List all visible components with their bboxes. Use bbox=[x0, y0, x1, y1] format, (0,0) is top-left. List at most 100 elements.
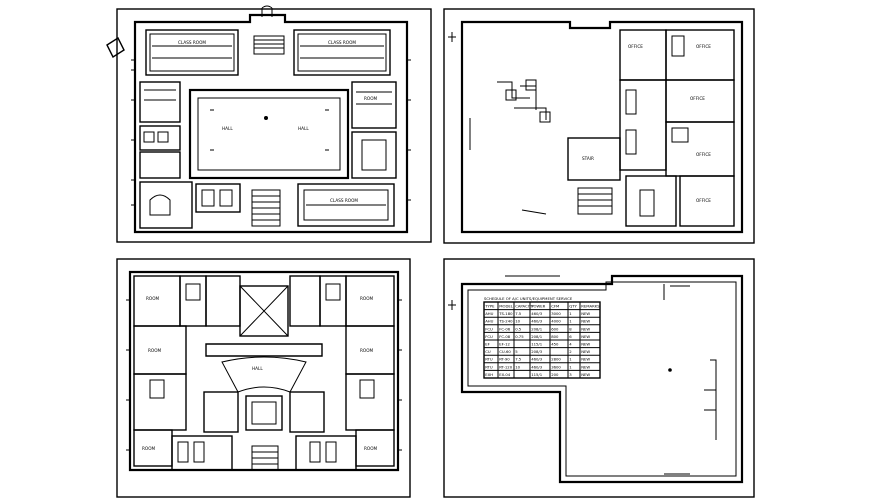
schedule-cell: NEW bbox=[581, 334, 590, 339]
schedule-cell: 208/1 bbox=[531, 326, 543, 331]
schedule-cell: 460/3 bbox=[531, 311, 543, 316]
schedule-cell: AHU bbox=[485, 311, 493, 316]
room-label: HALL bbox=[298, 126, 309, 131]
schedule-cell: 0.5 bbox=[515, 326, 522, 331]
schedule-header-cell: MODEL bbox=[499, 303, 514, 308]
room-label: ROOM bbox=[364, 96, 378, 101]
sheet-border bbox=[443, 258, 755, 498]
schedule-cell: TS-180 bbox=[498, 311, 513, 316]
schedule-cell: 10 bbox=[515, 319, 520, 324]
schedule-cell: RT-120 bbox=[499, 364, 513, 369]
schedule-cell: 450 bbox=[551, 341, 559, 346]
room-label: OFFICE bbox=[628, 44, 643, 49]
room-label: OFFICE bbox=[696, 152, 711, 157]
schedule-cell: RTU bbox=[485, 364, 493, 369]
schedule-cell: CU-60 bbox=[499, 349, 511, 354]
schedule-cell: 1 bbox=[569, 357, 572, 362]
schedule-cell: 7.5 bbox=[515, 311, 522, 316]
schedule-cell: NEW bbox=[581, 311, 590, 316]
room-label: ROOM bbox=[142, 446, 156, 451]
schedule-cell: FCU bbox=[485, 334, 493, 339]
schedule-cell: NEW bbox=[581, 326, 590, 331]
second-floor-plan: OFFICE OFFICE OFFICE OFFICE OFFICE STAIR bbox=[443, 8, 755, 244]
sheet-border bbox=[116, 258, 411, 498]
schedule-header-cell: REMARKS bbox=[581, 303, 600, 308]
schedule-cell: FCU bbox=[485, 326, 493, 331]
schedule-cell: 3000 bbox=[551, 311, 561, 316]
building-outline bbox=[128, 270, 400, 472]
schedule-header-cell: CAPACITY bbox=[515, 303, 534, 308]
schedule-cell: 4 bbox=[569, 341, 572, 346]
schedule-header-cell: POWER bbox=[531, 303, 545, 308]
schedule-cell: 115/1 bbox=[531, 372, 543, 377]
schedule-cell: NEW bbox=[581, 349, 590, 354]
first-floor-plan: CLASS ROOM CLASS ROOM HALL HALL ROOM bbox=[106, 5, 432, 243]
building-outline bbox=[133, 13, 409, 234]
schedule-cell: EXH bbox=[485, 372, 493, 377]
building-outline bbox=[460, 274, 744, 484]
schedule-cell: FC-06 bbox=[499, 326, 511, 331]
schedule-cell: 1 bbox=[569, 319, 572, 324]
third-floor-plan: ROOM ROOM HALL ROOM ROOM ROOM bbox=[116, 258, 411, 498]
schedule-cell: RTU bbox=[485, 357, 493, 362]
schedule-header-cell: QTY bbox=[569, 303, 577, 308]
schedule-cell: 10 bbox=[515, 364, 520, 369]
schedule-header-cell: TYPE bbox=[484, 303, 495, 308]
sheet-border bbox=[443, 8, 755, 244]
schedule-cell: EF bbox=[485, 341, 490, 346]
schedule-cell: FC-08 bbox=[499, 334, 511, 339]
schedule-cell: 3600 bbox=[551, 364, 561, 369]
schedule-cell: 3 bbox=[569, 372, 572, 377]
room-label: ROOM bbox=[148, 348, 162, 353]
schedule-header-cell: CFM bbox=[551, 303, 559, 308]
schedule-cell: 460/3 bbox=[531, 357, 543, 362]
schedule-cell: NEW bbox=[581, 319, 590, 324]
schedule-cell: 8 bbox=[569, 326, 572, 331]
schedule-cell: 800 bbox=[551, 334, 559, 339]
room-label: OFFICE bbox=[696, 44, 711, 49]
schedule-cell: RT-90 bbox=[499, 357, 510, 362]
schedule-cell: 460/3 bbox=[531, 319, 543, 324]
room-label: HALL bbox=[252, 366, 263, 371]
schedule-cell: 200 bbox=[551, 372, 559, 377]
schedule-cell: 2800 bbox=[551, 357, 561, 362]
room-label: ROOM bbox=[360, 348, 374, 353]
schedule-cell: 7.5 bbox=[515, 357, 522, 362]
schedule-cell: 208/1 bbox=[531, 334, 543, 339]
schedule-cell: TS-240 bbox=[498, 319, 513, 324]
room-label: ROOM bbox=[360, 296, 374, 301]
room-label: CLASS ROOM bbox=[328, 40, 356, 45]
room-label: ROOM bbox=[364, 446, 378, 451]
schedule-cell: CU bbox=[485, 349, 491, 354]
room-label: OFFICE bbox=[690, 96, 705, 101]
roof-plan: SCHEDULE OF A/C UNITS/EQUIPMENT SERVICE … bbox=[443, 258, 755, 498]
building-outline bbox=[460, 20, 744, 234]
schedule-cell: 1 bbox=[569, 364, 572, 369]
schedule-cell: NEW bbox=[581, 372, 590, 377]
room-label: HALL bbox=[222, 126, 233, 131]
room-label: STAIR bbox=[582, 156, 594, 161]
schedule-cell: 6 bbox=[569, 334, 572, 339]
room-label: ROOM bbox=[146, 296, 160, 301]
schedule-cell: 208/3 bbox=[531, 349, 543, 354]
schedule-cell: 2 bbox=[569, 349, 572, 354]
schedule-cell: NEW bbox=[581, 341, 590, 346]
schedule-cell: 4000 bbox=[551, 319, 561, 324]
schedule-title: SCHEDULE OF A/C UNITS/EQUIPMENT SERVICE bbox=[484, 296, 573, 301]
schedule-cell: 600 bbox=[551, 326, 559, 331]
schedule-cell: 1 bbox=[569, 311, 572, 316]
schedule-cell: 115/1 bbox=[531, 341, 543, 346]
sheet-border bbox=[116, 8, 432, 243]
schedule-cell: EX-04 bbox=[499, 372, 511, 377]
schedule-cell: AHU bbox=[485, 319, 493, 324]
room-label: CLASS ROOM bbox=[330, 198, 358, 203]
room-label: OFFICE bbox=[696, 198, 711, 203]
schedule-cell: NEW bbox=[581, 364, 590, 369]
equipment-schedule: SCHEDULE OF A/C UNITS/EQUIPMENT SERVICE … bbox=[483, 296, 601, 379]
schedule-cell: 460/3 bbox=[531, 364, 543, 369]
schedule-cell: NEW bbox=[581, 357, 590, 362]
schedule-cell: 5 bbox=[515, 349, 518, 354]
room-label: CLASS ROOM bbox=[178, 40, 206, 45]
schedule-cell: 0.75 bbox=[515, 334, 524, 339]
